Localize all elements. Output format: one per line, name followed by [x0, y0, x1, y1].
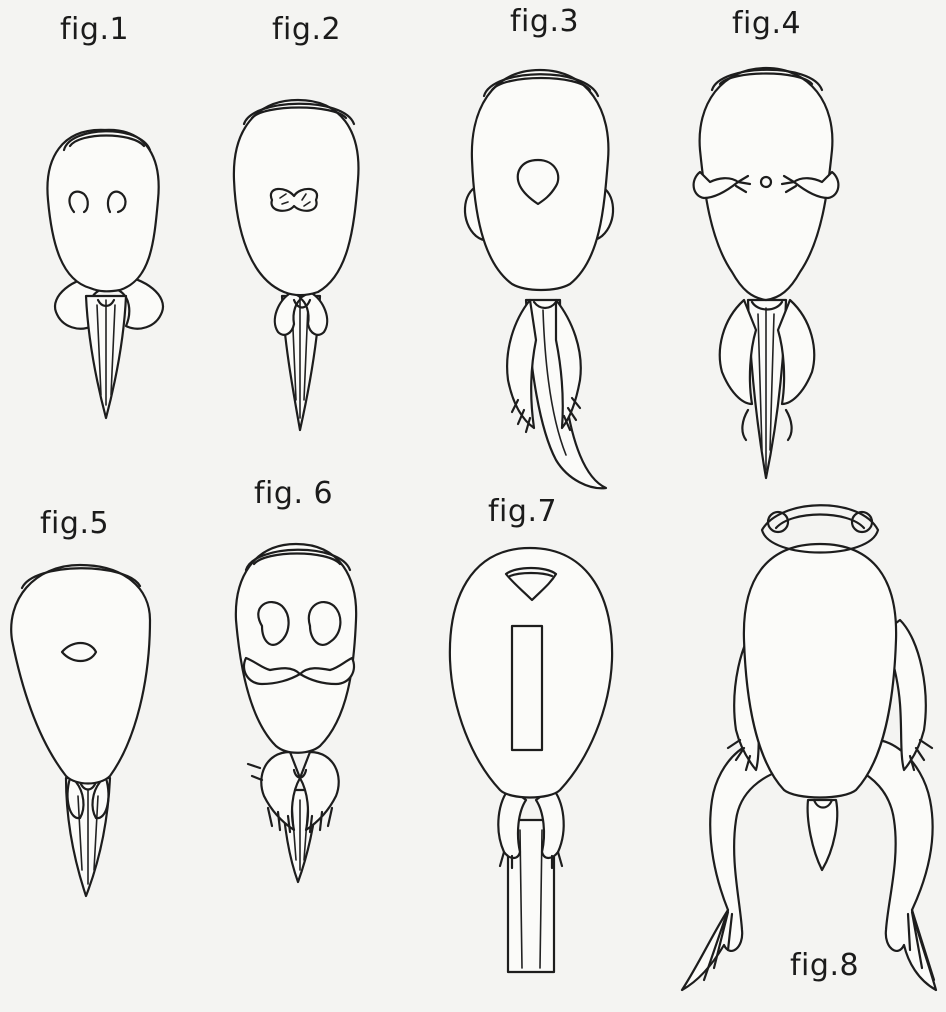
- fig4-specimen: [694, 68, 839, 478]
- fig3-specimen: [465, 70, 613, 488]
- fig7-specimen: [450, 548, 612, 972]
- fig6-specimen: [236, 544, 356, 882]
- fig5-specimen: [11, 565, 150, 896]
- fig1-specimen: [47, 130, 163, 418]
- fig8-specimen: [682, 505, 936, 990]
- fig2-specimen: [234, 100, 359, 430]
